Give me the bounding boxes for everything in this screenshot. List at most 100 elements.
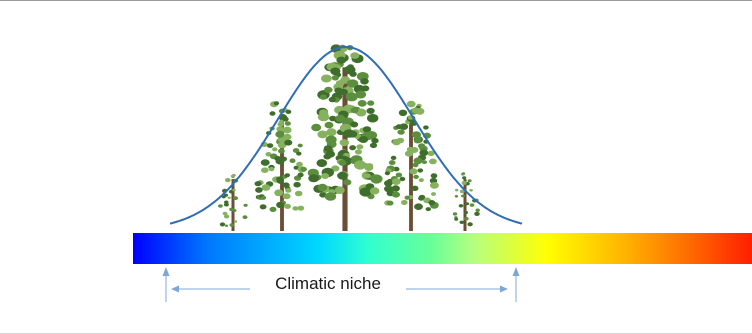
- foliage-clump: [467, 179, 472, 183]
- foliage-clump: [265, 152, 272, 157]
- foliage-clump: [243, 203, 248, 207]
- foliage-clump: [431, 192, 436, 196]
- foliage-clump: [415, 107, 425, 115]
- climate-gradient-bar: [133, 233, 752, 264]
- foliage-clump: [469, 203, 475, 207]
- foliage-clump: [355, 90, 367, 99]
- foliage-clump: [324, 86, 333, 93]
- foliage-clump: [346, 79, 359, 88]
- foliage-clump: [319, 109, 329, 117]
- foliage-clump: [358, 136, 369, 143]
- foliage-clump: [463, 210, 468, 215]
- foliage-clump: [311, 123, 322, 132]
- niche-extent-arrows: [162, 267, 520, 302]
- foliage-clump: [404, 150, 414, 157]
- foliage-clump: [474, 211, 480, 216]
- foliage-clump: [455, 188, 459, 192]
- foliage-clump: [323, 153, 332, 160]
- foliage-clump: [339, 139, 349, 147]
- foliage-clump: [260, 195, 267, 200]
- foliage-clump: [465, 202, 470, 206]
- foliage-clump: [316, 159, 328, 168]
- foliage-clump: [321, 74, 332, 83]
- foliage-clump: [282, 193, 291, 200]
- foliage-clump: [331, 75, 339, 81]
- foliage-clump: [274, 156, 282, 161]
- foliage-clump: [334, 186, 345, 194]
- foliage-clump: [388, 160, 396, 166]
- foliage-clump: [284, 203, 291, 209]
- foliage-clump: [334, 87, 343, 94]
- tree-trunk: [463, 179, 467, 231]
- trees-group: [218, 44, 480, 231]
- foliage-clump: [399, 176, 406, 182]
- foliage-clump: [319, 192, 327, 198]
- foliage-clump: [222, 211, 228, 216]
- foliage-clump: [289, 158, 296, 163]
- foliage-clump: [229, 207, 234, 211]
- foliage-clump: [296, 151, 302, 156]
- foliage-clump: [272, 147, 278, 152]
- foliage-clump: [384, 185, 393, 193]
- foliage-clump: [282, 126, 292, 134]
- foliage-clump: [326, 128, 337, 137]
- foliage-clump: [461, 180, 467, 185]
- niche-bell-curve: [169, 45, 523, 225]
- foliage-clump: [277, 141, 287, 149]
- right-boundary-arrow: [512, 267, 520, 302]
- foliage-clump: [463, 216, 469, 221]
- foliage-clump: [283, 133, 292, 140]
- foliage-clump: [261, 184, 271, 191]
- foliage-clump: [419, 149, 429, 157]
- foliage-clump: [335, 114, 346, 123]
- foliage-clump: [281, 116, 289, 122]
- foliage-clump: [475, 208, 480, 212]
- right-horizontal-arrow: [406, 285, 508, 293]
- foliage-clump: [292, 148, 300, 153]
- foliage-clump: [317, 183, 328, 192]
- foliage-clump: [292, 206, 299, 211]
- foliage-clump: [458, 204, 464, 208]
- foliage-clump: [397, 129, 405, 135]
- foliage-clump: [284, 121, 291, 126]
- foliage-clump: [275, 130, 285, 138]
- foliage-clump: [392, 138, 401, 146]
- foliage-clump: [319, 94, 327, 100]
- foliage-clump: [338, 159, 347, 166]
- foliage-clump: [365, 163, 374, 169]
- foliage-clump: [370, 174, 383, 184]
- foliage-clump: [273, 101, 280, 106]
- foliage-clump: [225, 224, 228, 227]
- foliage-clump: [242, 215, 248, 220]
- foliage-clump: [294, 190, 303, 197]
- foliage-clump: [366, 107, 375, 114]
- foliage-clump: [429, 158, 437, 165]
- foliage-clump: [218, 204, 223, 208]
- foliage-clump: [269, 111, 276, 116]
- foliage-clump: [331, 165, 340, 172]
- foliage-clump: [233, 220, 238, 223]
- foliage-clump: [406, 100, 416, 108]
- foliage-clump: [365, 131, 378, 140]
- foliage-clump: [297, 143, 303, 148]
- foliage-clump: [336, 56, 347, 64]
- foliage-clump: [452, 212, 458, 216]
- foliage-clump: [413, 138, 422, 144]
- tree-far-left: [218, 173, 248, 231]
- foliage-clump: [360, 78, 369, 85]
- left-horizontal-arrow: [171, 285, 250, 293]
- foliage-clump: [429, 182, 439, 189]
- foliage-clump: [427, 150, 435, 157]
- foliage-clump: [459, 220, 465, 224]
- foliage-clump: [469, 189, 473, 192]
- foliage-clump: [223, 214, 230, 219]
- foliage-clump: [414, 203, 423, 210]
- foliage-clump: [391, 178, 401, 186]
- foliage-clump: [297, 172, 304, 178]
- foliage-clump: [229, 223, 235, 227]
- foliage-clump: [367, 100, 375, 106]
- foliage-clump: [259, 204, 267, 210]
- foliage-clump: [357, 100, 367, 107]
- foliage-clump: [369, 142, 378, 149]
- foliage-clump: [461, 172, 466, 175]
